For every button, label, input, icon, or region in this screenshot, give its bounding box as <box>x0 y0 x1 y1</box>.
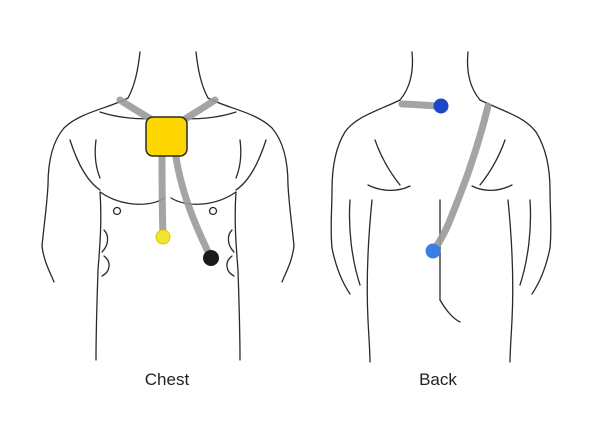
yellow-electrode-icon <box>155 229 171 245</box>
black-electrode-icon <box>203 250 219 266</box>
holter-monitor-icon <box>145 116 188 157</box>
blue-electrode-icon <box>433 98 449 114</box>
back-lead-wires <box>398 100 492 255</box>
chest-figure <box>41 51 295 361</box>
chest-label: Chest <box>144 370 190 389</box>
back-label: Back <box>419 370 457 389</box>
blue-electrode-icon <box>425 243 441 259</box>
